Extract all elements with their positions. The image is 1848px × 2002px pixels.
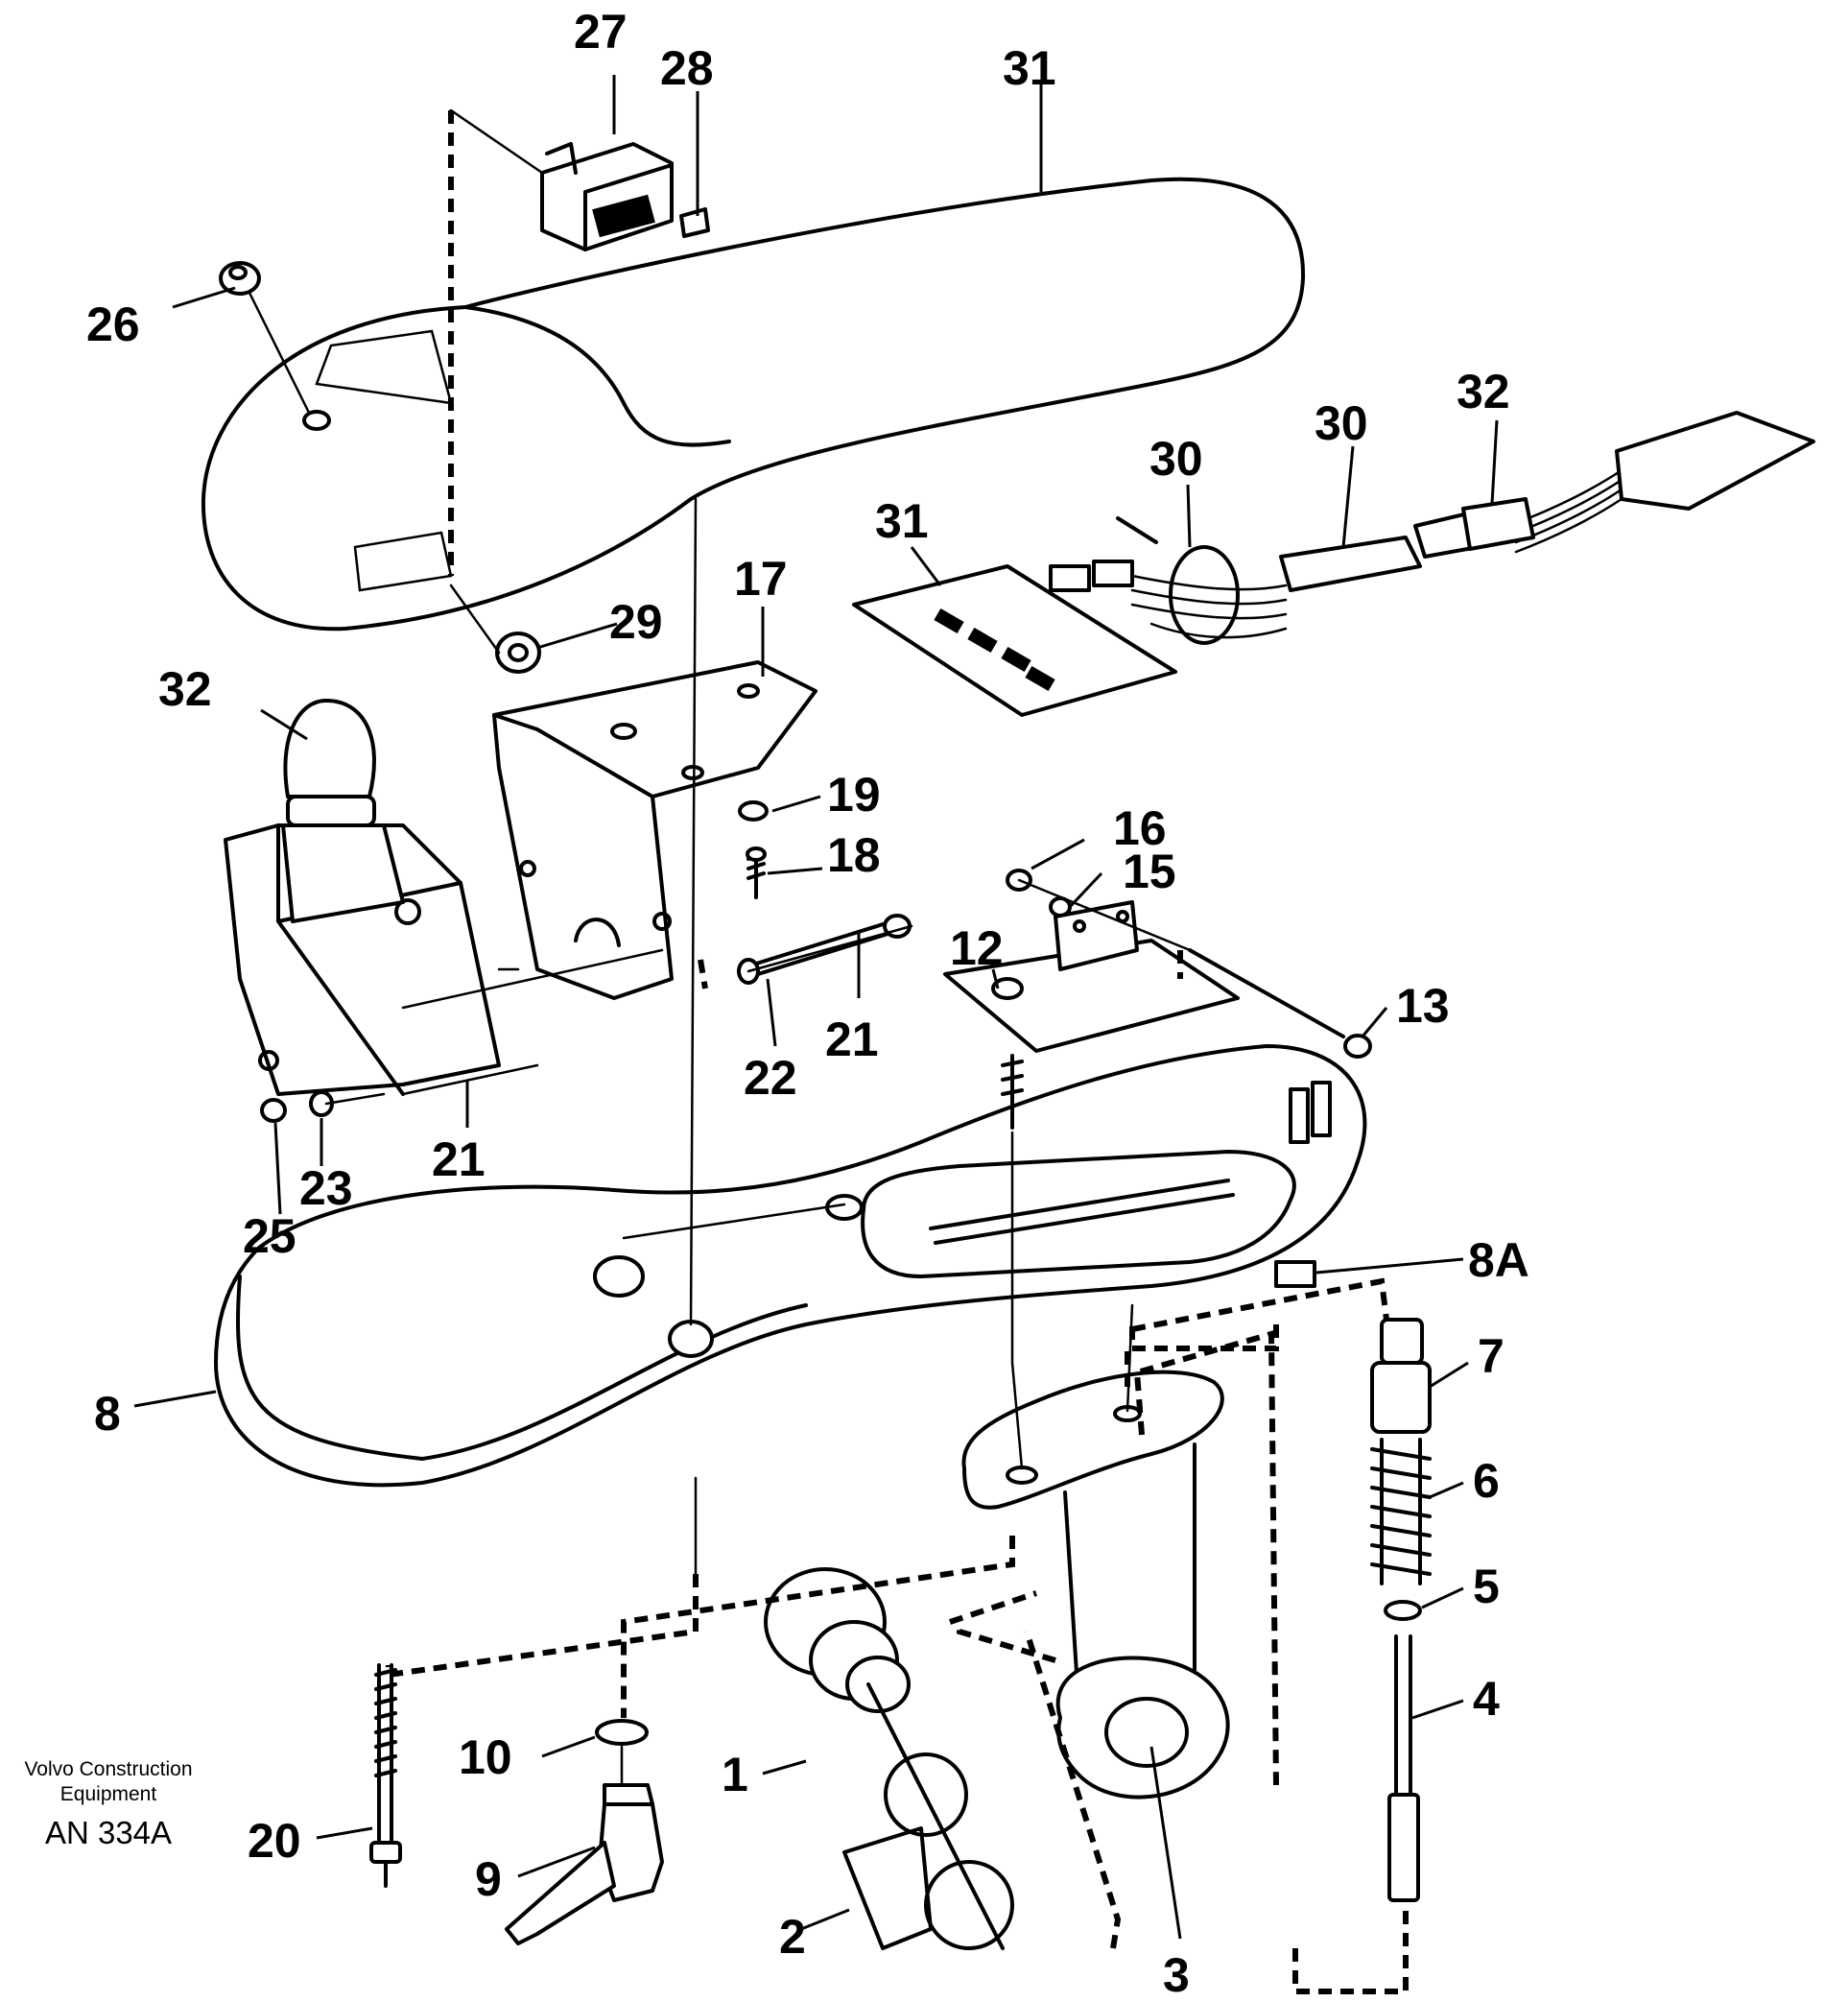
caption-line-2: Equipment [60,1783,157,1805]
callout-19: 21 [432,1132,486,1186]
callout-leaders [133,75,1499,1940]
callout-15: 17 [734,552,788,606]
callout-21-upper: 22 [744,1051,797,1105]
part-19-joystick-housing [224,823,501,1096]
part-3-lever-arm [961,1370,1230,1799]
part-27-connector [1279,536,1422,592]
part-6-spring [1370,1438,1432,1585]
part-25-label-tab [679,207,710,238]
part-32-joystick-knob [283,699,376,827]
assembly-dashed-paths [386,110,1409,1994]
part-11-mounting-plate [943,900,1240,1130]
callout-6: 6 [1473,1454,1500,1508]
callout-2: 2 [779,1910,806,1964]
caption-block: Volvo Construction Equipment AN 334A [24,1758,192,1850]
part-15-bracket [492,660,817,1000]
callout-30: 30 [1149,432,1203,486]
callout-8A: 8A [1468,1233,1529,1287]
callout-1: 1 [722,1748,748,1801]
callout-12: 13 [1396,979,1450,1033]
part-28-circuit-board [852,560,1177,717]
part-8A-indicator [1274,1260,1316,1288]
callout-25: 28 [660,41,714,95]
callout-28: 31 [875,494,929,548]
callout-32: 32 [158,662,212,716]
part-20-bolt [751,914,912,976]
callout-26: 29 [609,595,663,649]
part-2-o-rings [842,1752,1014,1950]
part-7-sleeve [1370,1318,1432,1434]
part-8-base-housing [214,1044,1367,1488]
assembly-lines [248,108,1192,1787]
callout-29: 32 [1457,365,1510,418]
part-29-connector [1413,497,1535,559]
callout-5: 5 [1473,1560,1500,1613]
part-1-knob [764,1567,1005,1950]
callout-24: 27 [574,5,628,59]
part-4-pin [1387,1634,1420,1902]
part-10-washer [595,1719,649,1746]
callout-10: 10 [459,1730,512,1784]
callout-7: 7 [1478,1329,1504,1383]
part-16-screw [746,846,767,899]
callout-27: 30 [1315,396,1368,450]
part-5-washer [1384,1600,1422,1621]
caption-line-1: Volvo Construction [24,1758,192,1780]
part-9-locking-handle [505,1783,664,1945]
callout-11: 12 [950,921,1004,975]
part-22-nut [260,1098,287,1123]
callout-13: 15 [1123,845,1176,898]
cable-sheath [1615,411,1815,511]
part-12-screw [1188,948,1372,1059]
callout-21-lower: 23 [299,1161,353,1215]
part-26-nut [495,632,541,674]
callout-8: 8 [94,1387,121,1441]
part-30-cable-tie [1116,516,1240,645]
callout-14: 16 [1113,801,1167,855]
part-18-screw [369,1663,402,1888]
callout-18: 20 [248,1814,301,1868]
part-24-rocker-switch [540,142,674,251]
callout-17: 19 [827,768,881,822]
callout-labels: 27 28 31 26 29 32 17 31 30 30 32 19 18 1… [86,5,1529,2002]
callout-4: 4 [1473,1672,1500,1726]
caption-code: AN 334A [45,1815,172,1850]
callout-23: 26 [86,298,140,351]
callout-16: 18 [827,828,881,882]
callout-31: 31 [1003,41,1056,95]
callout-22: 25 [243,1209,296,1263]
callout-3: 3 [1163,1948,1190,2002]
callout-20: 21 [825,1013,879,1066]
callout-9: 9 [475,1852,502,1906]
part-23-nut [219,261,261,296]
part-17-washer [738,800,769,822]
